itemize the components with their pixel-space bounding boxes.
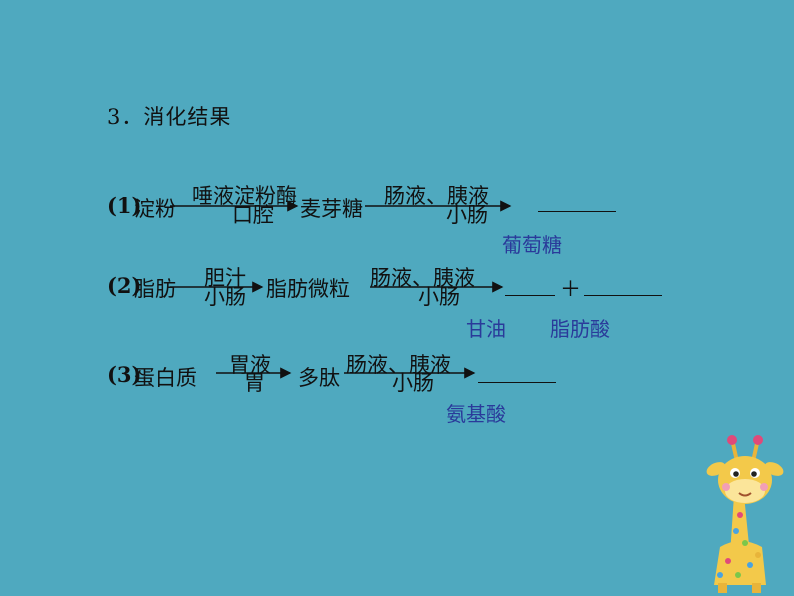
row3-answer: 氨基酸 <box>446 398 506 427</box>
row3-site1: 胃 <box>244 367 265 397</box>
row2-blank2 <box>584 295 662 296</box>
row1-start: 淀粉 <box>134 193 176 223</box>
row1-site2: 小肠 <box>446 199 488 229</box>
row3-site2: 小肠 <box>392 367 434 397</box>
row1-blank <box>538 211 616 212</box>
giraffe-icon <box>700 435 790 593</box>
row2-start: 脂肪 <box>134 273 176 303</box>
row2-site1: 小肠 <box>204 281 246 311</box>
row1-answer: 葡萄糖 <box>502 229 562 258</box>
row3-middle: 多肽 <box>298 362 340 392</box>
row2-site2: 小肠 <box>418 281 460 311</box>
row2-blank1 <box>505 295 555 296</box>
row2-answer1: 甘油 <box>466 313 506 342</box>
row1-middle: 麦芽糖 <box>300 193 363 223</box>
row3-start: 蛋白质 <box>134 362 197 392</box>
row2-answer2: 脂肪酸 <box>550 313 610 342</box>
row2-middle: 脂肪微粒 <box>266 273 350 303</box>
row2-plus: ＋ <box>560 273 581 303</box>
row3-blank <box>478 382 556 383</box>
row1-site1: 口腔 <box>232 199 274 229</box>
